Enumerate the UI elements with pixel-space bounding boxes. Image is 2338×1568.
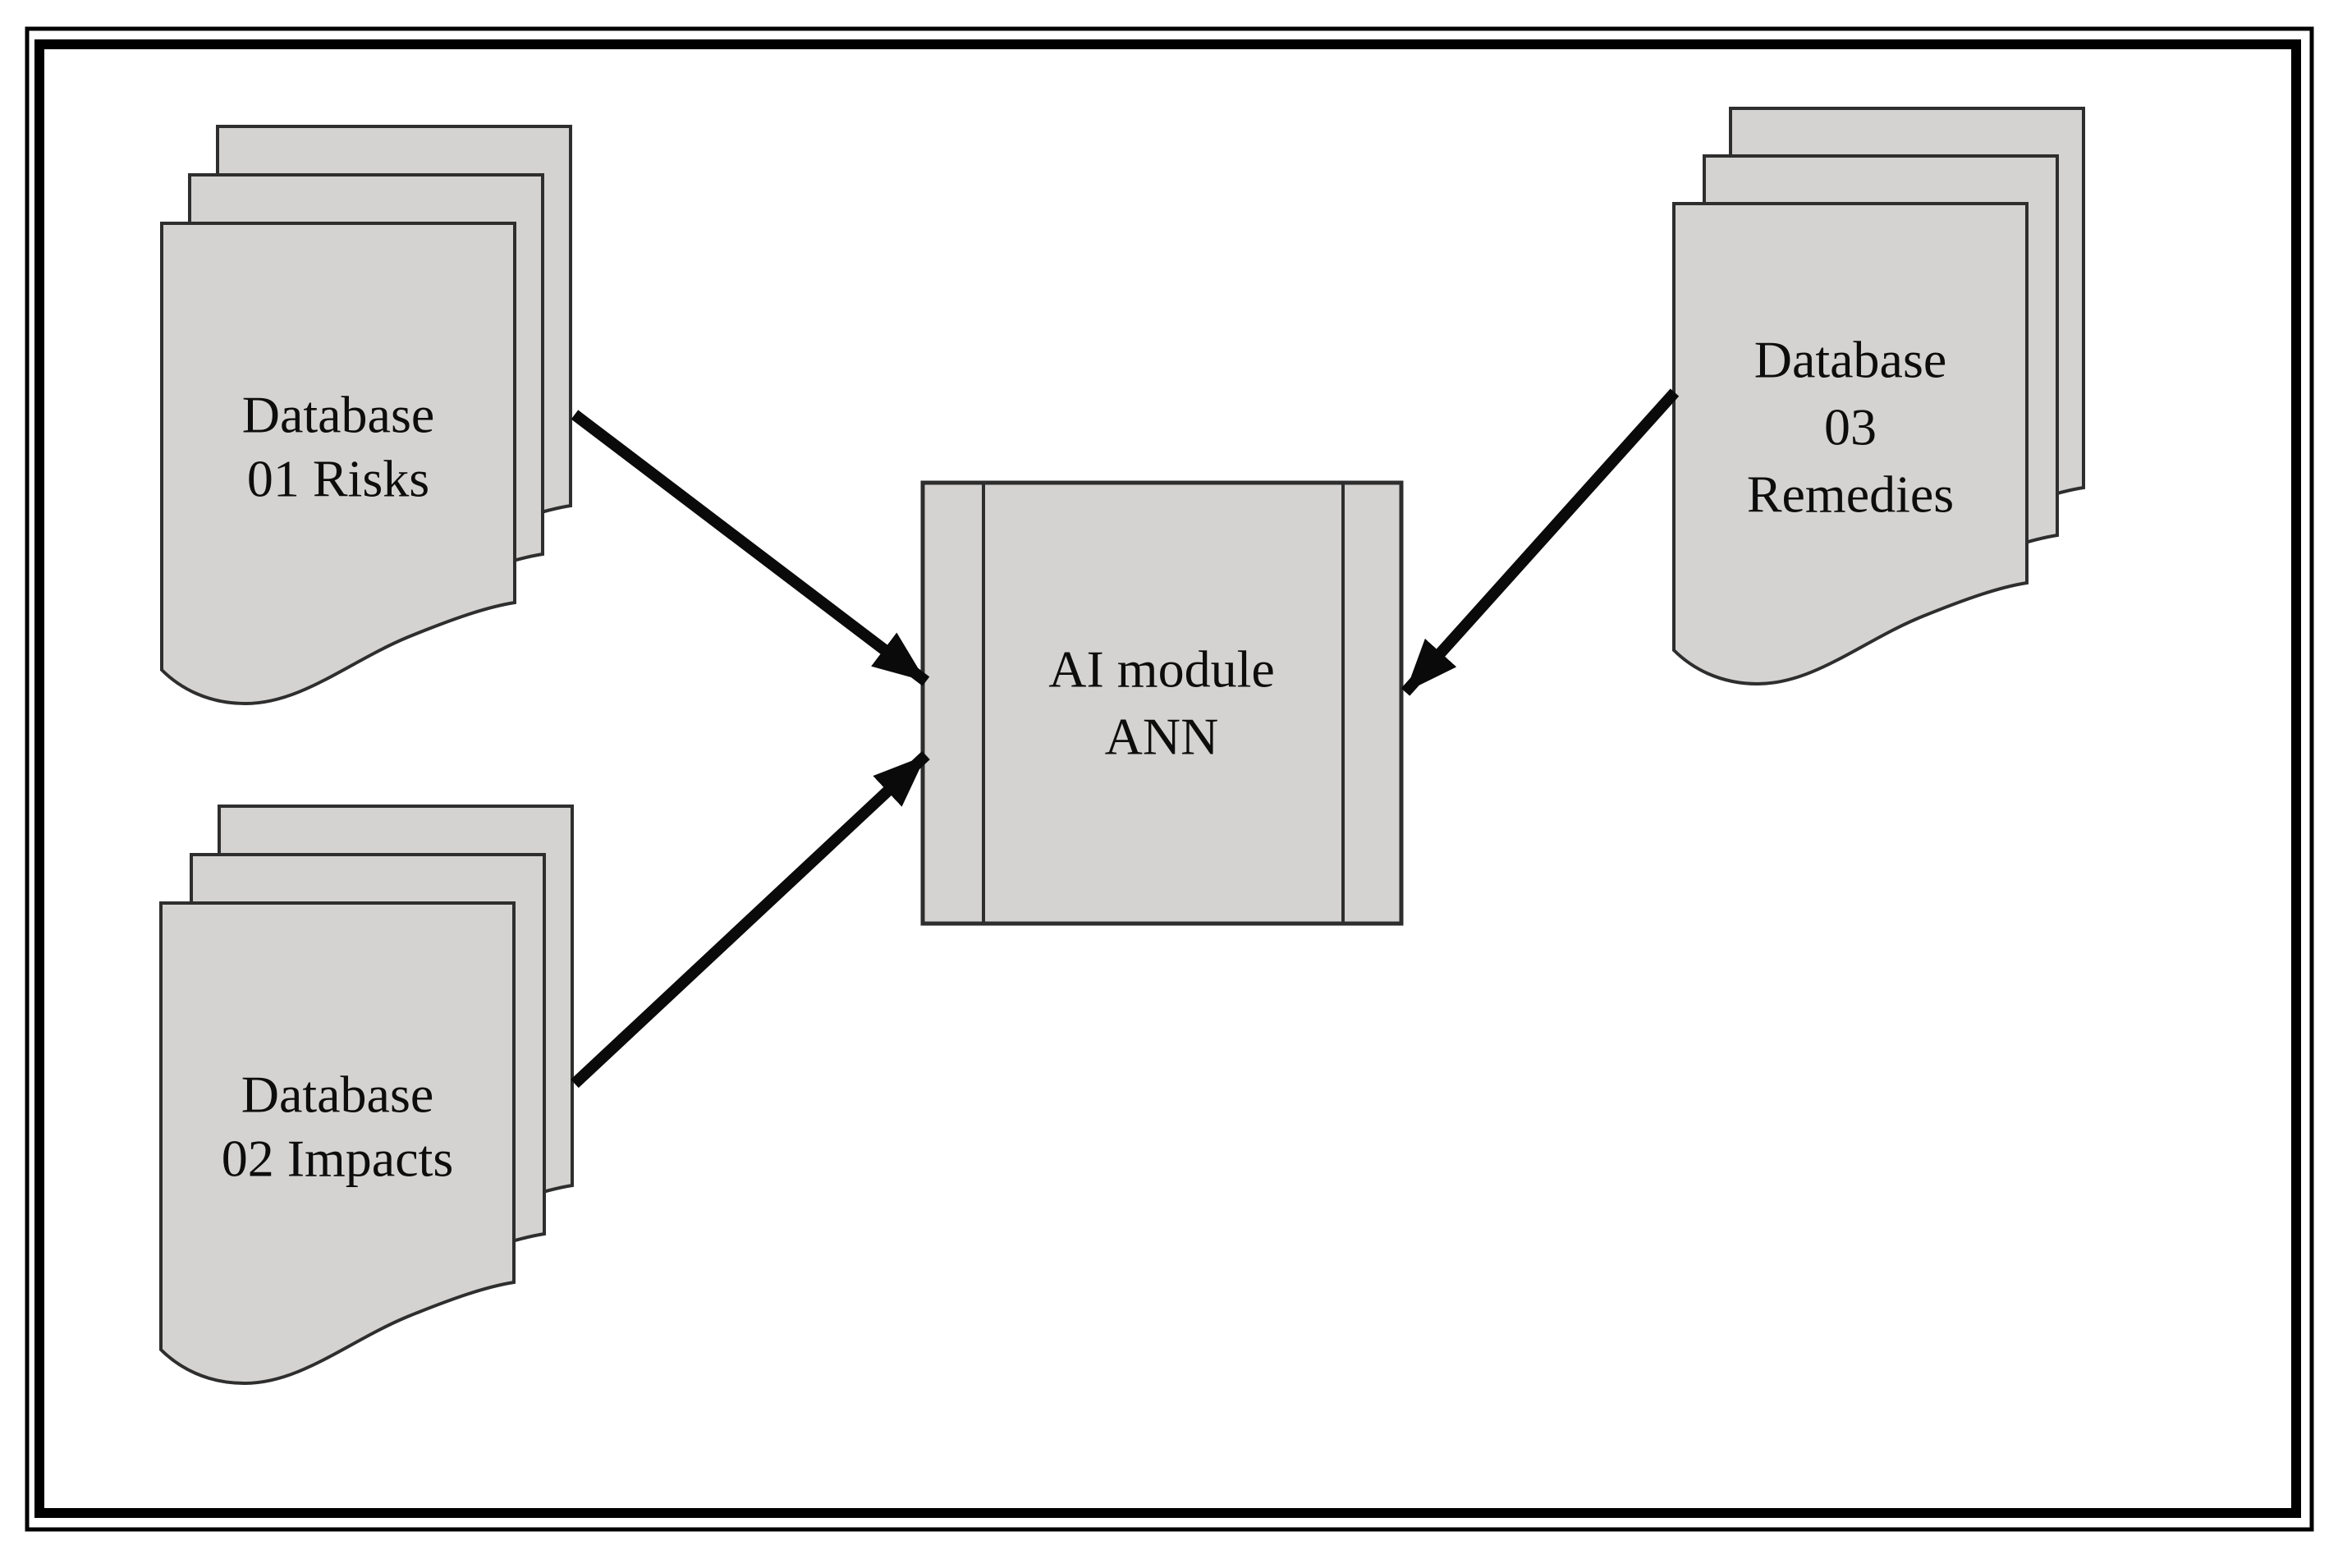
- arrow-database01-to-ai: [571, 410, 930, 686]
- ai-module-box: [920, 480, 1404, 926]
- database-01-label-line1: Database: [242, 386, 435, 444]
- database-01-label-line2: 01 Risks: [247, 450, 429, 508]
- ai-module-node: AI module ANN: [920, 480, 1404, 926]
- database-03-stack: Database 03 Remedies: [1672, 107, 2085, 685]
- ai-module-label-line2: ANN: [1105, 708, 1219, 766]
- frame-inner-border: [34, 39, 2301, 1518]
- database-01-stack: Database 01 Risks: [160, 125, 572, 705]
- database-03-label-line2: 03: [1824, 398, 1877, 456]
- arrow-database02-to-ai: [571, 750, 930, 1089]
- database-02-label-line2: 02 Impacts: [222, 1130, 454, 1188]
- database-02-stack: Database 02 Impacts: [159, 805, 574, 1385]
- ai-module-label-line1: AI module: [1048, 640, 1275, 699]
- database-03-label-line1: Database: [1754, 331, 1947, 389]
- arrow-database03-to-ai: [1401, 388, 1680, 696]
- database-03-label-line3: Remedies: [1747, 465, 1954, 524]
- frame-outer-border: [25, 26, 2314, 1532]
- database-02-label-line1: Database: [241, 1066, 434, 1124]
